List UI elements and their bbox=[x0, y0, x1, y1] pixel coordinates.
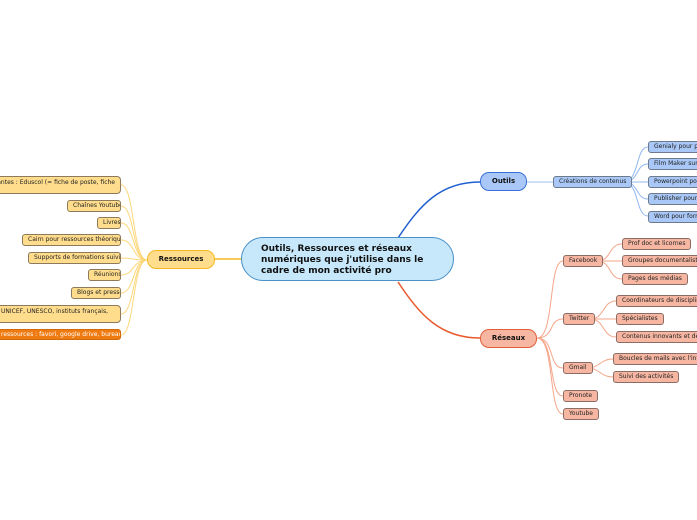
leaf-ressource[interactable]: Réunions bbox=[88, 269, 121, 281]
topic-outils[interactable]: Outils bbox=[480, 172, 527, 191]
leaf-outil[interactable]: Word pour form bbox=[648, 211, 697, 223]
leaf-ressource[interactable]: Chaînes Youtube bbox=[67, 200, 121, 212]
leaf-outil[interactable]: Publisher pour p bbox=[648, 193, 697, 205]
leaf-facebook[interactable]: Prof doc et licornes bbox=[622, 238, 692, 250]
leaf-gmail[interactable]: Boucles de mails avec l'interp bbox=[613, 353, 697, 365]
leaf-outil[interactable]: Genialy pour pr bbox=[648, 141, 697, 153]
central-topic[interactable]: Outils, Ressources et réseaux numériques… bbox=[241, 237, 454, 281]
leaf-twitter[interactable]: Spécialistes bbox=[616, 313, 664, 325]
leaf-ressource[interactable]: antes : Eduscol (= fiche de poste, fiche bbox=[0, 176, 121, 194]
leaf-twitter[interactable]: Contenus innovants et de p bbox=[616, 331, 697, 343]
central-topic-text: Outils, Ressources et réseaux numériques… bbox=[261, 244, 424, 276]
leaf-ressource[interactable]: Cairn pour ressources théoriques bbox=[22, 234, 121, 246]
subtopic-facebook[interactable]: Facebook bbox=[563, 255, 604, 267]
leaf-facebook[interactable]: Groupes documentalistes bbox=[622, 255, 697, 267]
leaf-ressource[interactable]: UNICEF, UNESCO, instituts français, bbox=[0, 305, 121, 323]
leaf-ressource[interactable]: Blogs et presse bbox=[71, 287, 121, 299]
topic-ressources[interactable]: Ressources bbox=[147, 250, 215, 269]
subtopic-gmail[interactable]: Gmail bbox=[563, 362, 593, 374]
leaf-ressource-highlighted[interactable]: s ressources : favori, google drive, bur… bbox=[0, 329, 121, 340]
leaf-twitter[interactable]: Coordinateurs de disciplines bbox=[616, 295, 697, 307]
subtopic-pronote[interactable]: Pronote bbox=[563, 390, 599, 402]
leaf-gmail[interactable]: Suivi des activités bbox=[613, 371, 680, 383]
topic-reseaux[interactable]: Réseaux bbox=[480, 329, 537, 348]
leaf-ressource[interactable]: Supports de formations suivies bbox=[28, 252, 121, 264]
leaf-facebook[interactable]: Pages des médias bbox=[622, 273, 688, 285]
subtopic-youtube[interactable]: Youtube bbox=[563, 408, 599, 420]
leaf-outil[interactable]: Powerpoint pou bbox=[648, 176, 697, 188]
subtopic-creations[interactable]: Créations de contenus bbox=[553, 176, 633, 188]
leaf-ressource[interactable]: Livres bbox=[97, 217, 121, 229]
subtopic-twitter[interactable]: Twitter bbox=[563, 313, 596, 325]
leaf-outil[interactable]: Film Maker sur bbox=[648, 158, 697, 170]
